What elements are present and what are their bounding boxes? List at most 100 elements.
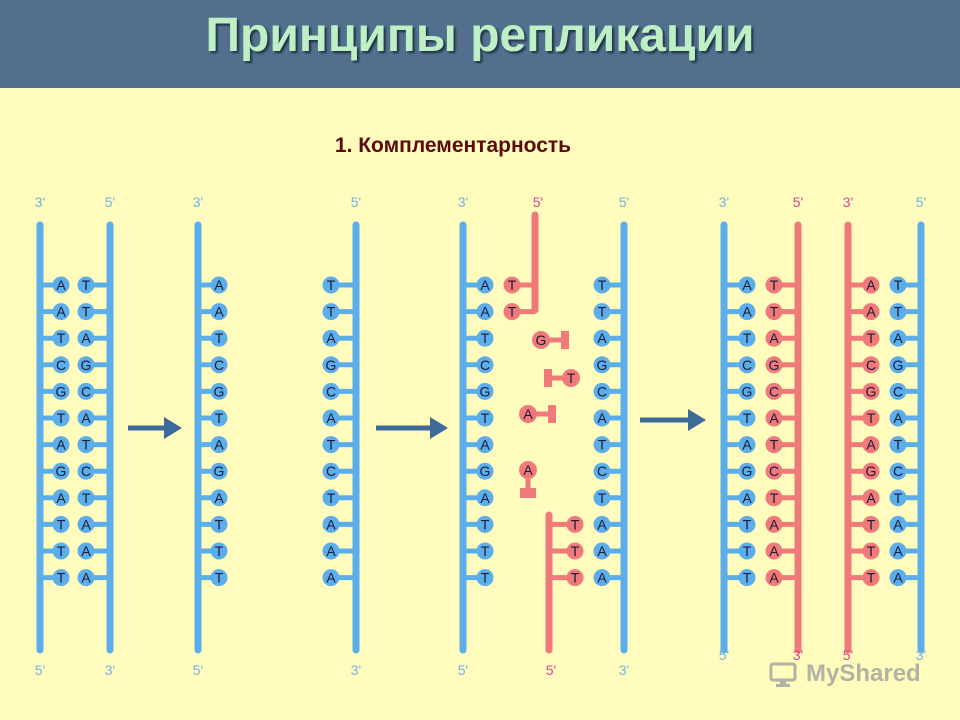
base-letter: T	[327, 490, 336, 506]
base-circle	[862, 409, 880, 427]
base-letter: A	[326, 543, 336, 559]
base-circle	[476, 436, 494, 454]
base-circle	[593, 515, 611, 533]
replication-diagram: 3'5'5'3'AATCGTAGATTTTTAGCATCTAAA3'5'AATC…	[35, 194, 926, 678]
base-letter: A	[769, 543, 779, 559]
base-letter: T	[571, 570, 580, 586]
base-letter: G	[597, 357, 608, 373]
base-letter: A	[769, 570, 779, 586]
base-circle	[889, 542, 907, 560]
base-letter: A	[326, 516, 336, 532]
fork-right-bottom-label: 3'	[619, 662, 629, 678]
free-nuc-letter: G	[536, 332, 547, 348]
base-letter: C	[480, 357, 490, 373]
base-circle	[862, 569, 880, 587]
base-letter: T	[743, 330, 752, 346]
base-letter: G	[480, 463, 491, 479]
base-letter: A	[480, 490, 490, 506]
base-letter: A	[214, 304, 224, 320]
base-circle	[476, 489, 494, 507]
base-circle	[322, 569, 340, 587]
base-circle	[77, 462, 95, 480]
base-circle	[77, 489, 95, 507]
free-nuc-sugar	[520, 488, 536, 498]
base-letter: A	[480, 437, 490, 453]
base-letter: T	[215, 516, 224, 532]
free-nuc-circle	[519, 405, 537, 423]
base-circle	[593, 409, 611, 427]
base-circle	[738, 436, 756, 454]
base-letter: A	[893, 543, 903, 559]
free-nuc-circle	[532, 331, 550, 349]
base-circle	[210, 382, 228, 400]
base-letter: C	[326, 383, 336, 399]
base-letter: C	[742, 357, 752, 373]
base-letter: A	[480, 277, 490, 293]
base-circle	[77, 276, 95, 294]
base-letter: T	[508, 277, 517, 293]
base-circle	[476, 382, 494, 400]
base-circle	[322, 276, 340, 294]
base-circle	[738, 276, 756, 294]
base-circle	[738, 462, 756, 480]
base-letter: A	[56, 277, 66, 293]
base-circle	[593, 356, 611, 374]
base-circle	[77, 542, 95, 560]
watermark: MyShared	[768, 654, 921, 694]
base-circle	[765, 542, 783, 560]
sep-left-top-label: 3'	[193, 194, 203, 210]
base-circle	[889, 462, 907, 480]
base-circle	[765, 462, 783, 480]
base-letter: A	[326, 570, 336, 586]
base-letter: A	[597, 570, 607, 586]
base-circle	[476, 303, 494, 321]
monitor-icon	[769, 662, 797, 687]
base-letter: C	[769, 463, 779, 479]
d1-new-bottom: 3'	[793, 647, 803, 663]
base-letter: C	[214, 357, 224, 373]
base-circle	[738, 569, 756, 587]
base-letter: A	[214, 490, 224, 506]
base-letter: C	[597, 463, 607, 479]
base-circle	[322, 382, 340, 400]
base-letter: C	[56, 357, 66, 373]
base-circle	[52, 356, 70, 374]
base-letter: G	[326, 357, 337, 373]
base-letter: T	[867, 543, 876, 559]
base-circle	[52, 569, 70, 587]
free-nuc-sugar	[548, 405, 556, 423]
base-letter: T	[894, 304, 903, 320]
base-circle	[862, 462, 880, 480]
base-circle	[210, 542, 228, 560]
base-letter: T	[571, 516, 580, 532]
base-letter: T	[598, 437, 607, 453]
base-circle	[322, 515, 340, 533]
base-circle	[503, 303, 521, 321]
base-circle	[566, 515, 584, 533]
fork-left-bottom-label: 5'	[458, 662, 468, 678]
base-circle	[210, 462, 228, 480]
base-circle	[862, 489, 880, 507]
base-letter: T	[327, 304, 336, 320]
base-circle	[765, 303, 783, 321]
base-letter: T	[571, 543, 580, 559]
base-circle	[52, 303, 70, 321]
base-letter: G	[866, 383, 877, 399]
base-circle	[52, 436, 70, 454]
free-nuc-sugar	[561, 331, 569, 349]
base-letter: T	[327, 437, 336, 453]
base-letter: G	[866, 463, 877, 479]
base-letter: A	[769, 330, 779, 346]
base-letter: A	[81, 330, 91, 346]
base-circle	[593, 329, 611, 347]
base-letter: G	[769, 357, 780, 373]
base-circle	[322, 356, 340, 374]
base-letter: T	[894, 437, 903, 453]
base-circle	[593, 382, 611, 400]
base-circle	[593, 462, 611, 480]
base-circle	[862, 515, 880, 533]
base-letter: C	[81, 383, 91, 399]
watermark-text: MyShared	[806, 660, 921, 687]
base-letter: C	[597, 383, 607, 399]
base-circle	[593, 489, 611, 507]
